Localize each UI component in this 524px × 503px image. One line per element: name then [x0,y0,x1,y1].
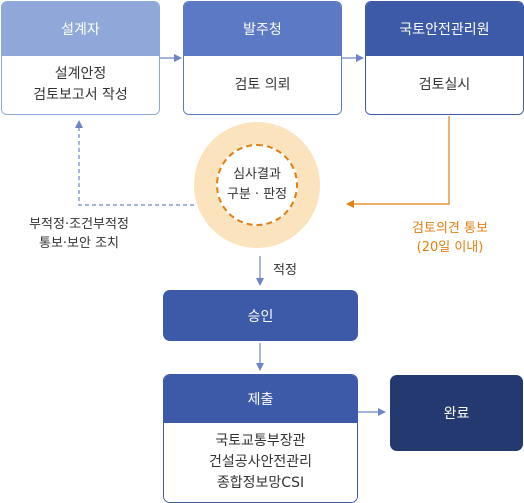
arrow-agency-to-review [346,116,450,208]
node-client-line-1: 검토 의뢰 [234,76,291,93]
node-agency-title: 국토안전관리원 [366,2,523,56]
node-approval: 승인 [163,290,358,341]
label-fail-line-2: 통보·보안 조치 [38,236,120,251]
node-agency-line-1: 검토실시 [418,76,471,93]
label-pass: 적정 [273,263,297,278]
node-designer-body: 설계안정 검토보고서 작성 [2,56,159,114]
node-review-inner: 심사결과 구분 · 판정 [216,144,298,226]
node-submit-line-1: 국토교통부장관 [215,433,306,449]
node-review-line-1: 심사결과 [233,167,281,182]
node-designer-line-1: 설계안정 [54,66,107,82]
node-designer-line-2: 검토보고서 작성 [33,87,128,103]
node-designer-title: 설계자 [2,2,159,56]
node-complete: 완료 [390,375,523,451]
arrow-review-to-designer [75,120,194,206]
node-submit-body: 국토교통부장관 건설공사안전관리 종합정보망CSI [164,423,357,502]
node-submit: 제출 국토교통부장관 건설공사안전관리 종합정보망CSI [163,374,358,503]
node-client: 발주청 검토 의뢰 [183,1,342,115]
node-submit-line-3: 종합정보망CSI [216,475,305,491]
label-notify: 검토의견 통보 (20일 이내) [398,219,502,257]
node-client-title: 발주청 [184,2,341,56]
node-agency-body: 검토실시 [366,56,523,114]
label-notify-line-1: 검토의견 통보 [412,221,488,236]
label-fail-line-1: 부적정·조건부적정 [29,217,129,232]
node-review-line-2: 구분 · 판정 [226,187,288,202]
label-fail: 부적정·조건부적정 통보·보안 조치 [8,215,150,253]
node-submit-line-2: 건설공사안전관리 [208,454,313,470]
node-designer: 설계자 설계안정 검토보고서 작성 [1,1,160,115]
label-notify-line-2: (20일 이내) [416,240,484,255]
node-submit-title: 제출 [164,375,357,423]
node-agency: 국토안전관리원 검토실시 [365,1,524,115]
node-client-body: 검토 의뢰 [184,56,341,114]
node-review: 심사결과 구분 · 판정 [194,122,320,248]
